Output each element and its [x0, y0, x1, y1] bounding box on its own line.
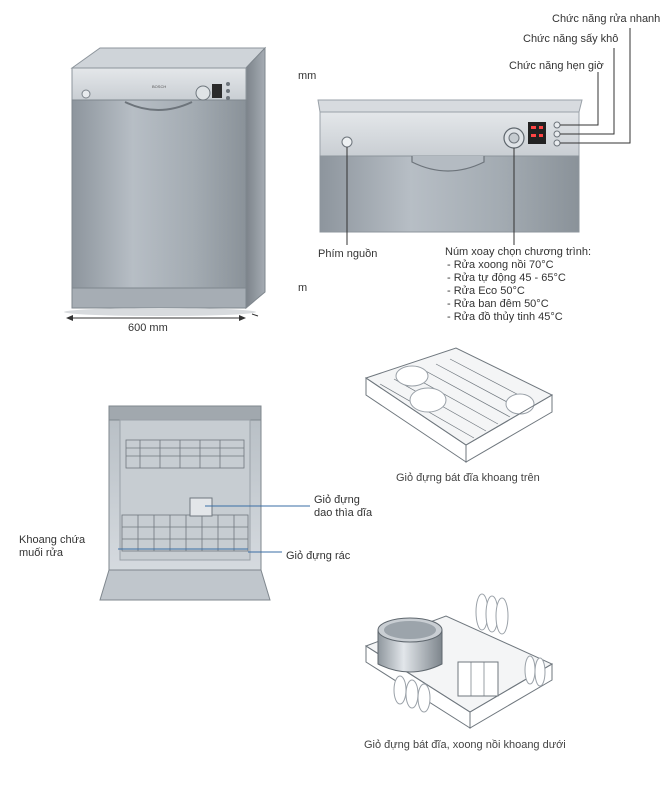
- salt-compartment-label-line1: Khoang chứa: [19, 534, 86, 546]
- quick-wash-label: Chức năng rửa nhanh: [552, 13, 661, 25]
- salt-compartment-label-line2: muối rửa: [19, 547, 64, 559]
- upper-rack-illustration: [364, 347, 554, 463]
- width-dimension-label: 600 mm: [128, 322, 168, 334]
- program-knob-title: Núm xoay chọn chương trình:: [445, 246, 592, 258]
- timer-label: Chức năng hẹn giờ: [509, 60, 604, 72]
- program-list: - Rửa xoong nồi 70°C - Rửa tự động 45 - …: [447, 259, 566, 324]
- dishwasher-front-illustration: BOSCH: [64, 46, 267, 321]
- cutlery-basket-label-line2: dao thìa dĩa: [314, 507, 373, 519]
- cutlery-basket-label-line1: Giỏ đựng: [314, 494, 360, 506]
- program-item: - Rửa tự động 45 - 65°C: [447, 272, 566, 284]
- svg-text:BOSCH: BOSCH: [152, 84, 166, 89]
- program-item: - Rửa Eco 50°C: [447, 285, 525, 297]
- depth-dimension-fragment: m: [298, 282, 308, 294]
- filter-label: Giỏ đựng rác: [286, 550, 351, 562]
- feature-callout-lines: [346, 28, 631, 245]
- lower-rack-caption: Giỏ đựng bát đĩa, xoong nồi khoang dưới: [364, 739, 566, 751]
- program-item: - Rửa đồ thủy tinh 45°C: [447, 311, 563, 323]
- power-button-label: Phím nguồn: [318, 248, 378, 260]
- program-item: - Rửa xoong nồi 70°C: [447, 259, 554, 271]
- interior-callout-lines: [118, 505, 310, 553]
- program-item: - Rửa ban đêm 50°C: [447, 298, 549, 310]
- height-dimension-fragment: mm: [298, 70, 317, 82]
- lower-rack-illustration: [364, 593, 554, 729]
- control-panel-closeup: [317, 99, 583, 233]
- upper-rack-caption: Giỏ đựng bát đĩa khoang trên: [396, 472, 540, 484]
- open-dishwasher-illustration: [99, 405, 271, 601]
- dry-label: Chức năng sấy khô: [523, 33, 619, 45]
